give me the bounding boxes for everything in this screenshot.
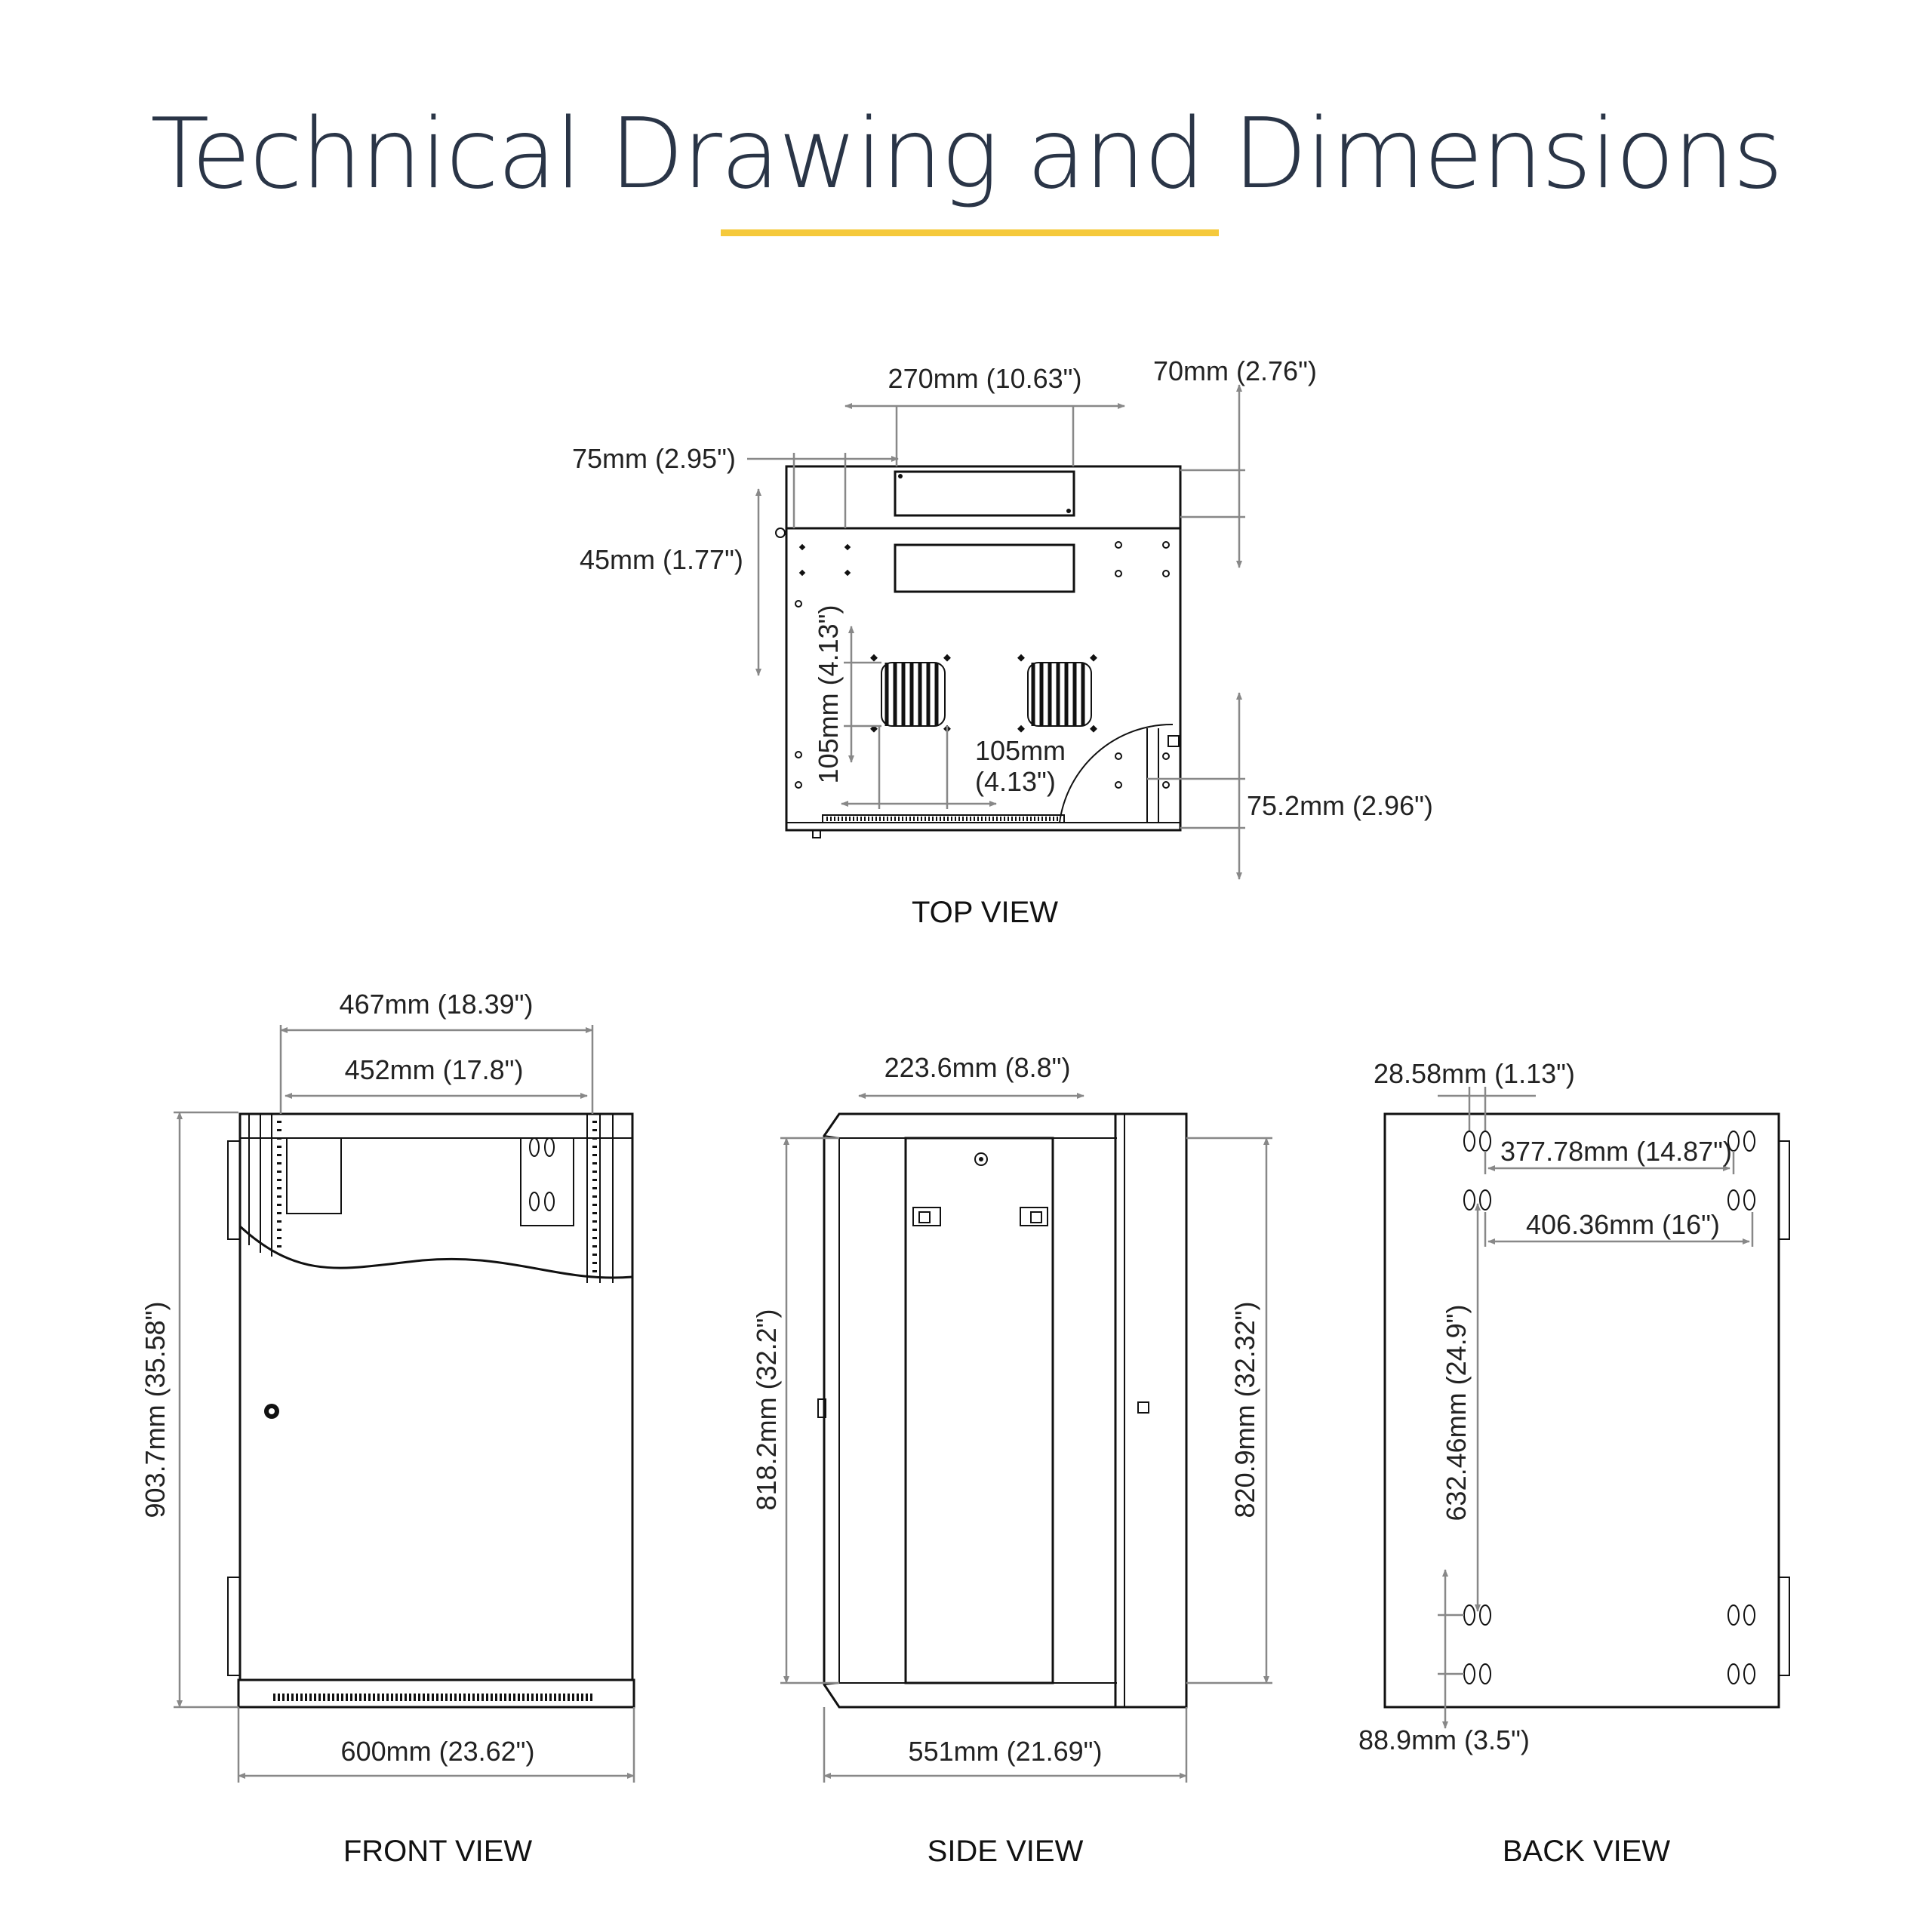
top-dim-105mm-horizontal-inch: (4.13"): [975, 766, 1056, 797]
back-view-outline: [1383, 1112, 1790, 1709]
side-dim-820-9mm: 820.9mm (32.32"): [1229, 1302, 1260, 1518]
top-dim-75-2mm: 75.2mm (2.96"): [1247, 790, 1433, 821]
top-view-label: TOP VIEW: [912, 896, 1058, 929]
side-view-outline: [817, 1112, 1188, 1709]
back-dim-632-46mm: 632.46mm (24.9"): [1441, 1305, 1472, 1521]
side-dim-551mm: 551mm (21.69"): [909, 1736, 1103, 1767]
front-view-outline: [227, 1112, 635, 1709]
top-dim-45mm: 45mm (1.77"): [580, 544, 743, 575]
back-dim-406-36mm: 406.36mm (16"): [1526, 1209, 1720, 1240]
front-dim-600mm: 600mm (23.62"): [341, 1736, 535, 1767]
front-dim-452mm: 452mm (17.8"): [345, 1054, 524, 1085]
top-dim-75mm: 75mm (2.95"): [572, 443, 736, 474]
side-dim-223-6mm: 223.6mm (8.8"): [884, 1052, 1071, 1083]
top-dim-105mm-vertical: 105mm (4.13"): [813, 605, 844, 784]
front-view-label: FRONT VIEW: [343, 1835, 533, 1868]
top-dim-70mm: 70mm (2.76"): [1153, 355, 1317, 386]
top-dim-270mm: 270mm (10.63"): [888, 363, 1082, 394]
back-view: 28.58mm (1.13") 377.78mm (14.87") 406.36…: [1358, 1058, 1790, 1868]
front-view: 467mm (18.39") 452mm (17.8") 903.7mm (35…: [140, 989, 635, 1868]
top-view-dimensions: [747, 384, 1245, 880]
top-view-outline: [775, 465, 1182, 838]
title-underline: [721, 229, 1219, 236]
back-dim-88-9mm: 88.9mm (3.5"): [1358, 1724, 1530, 1755]
side-view: 223.6mm (8.8") 818.2mm (32.2") 820.9mm (…: [751, 1052, 1272, 1868]
front-dim-467mm: 467mm (18.39"): [340, 989, 534, 1020]
page-title: Technical Drawing and Dimensions: [150, 98, 1783, 211]
back-view-dimensions: [1438, 1087, 1754, 1729]
side-dim-818-2mm: 818.2mm (32.2"): [751, 1309, 782, 1511]
vent-grille-right: [1017, 654, 1097, 733]
front-dim-903-7mm: 903.7mm (35.58"): [140, 1302, 171, 1518]
title-underline-bar: [721, 229, 1219, 236]
vent-grille-left: [870, 654, 951, 733]
back-dim-377-78mm: 377.78mm (14.87"): [1500, 1136, 1732, 1167]
front-view-dimensions: [174, 1025, 635, 1783]
side-view-label: SIDE VIEW: [928, 1835, 1084, 1868]
top-view: 270mm (10.63") 70mm (2.76") 75mm (2.95")…: [572, 355, 1433, 929]
side-view-dimensions: [780, 1093, 1272, 1783]
back-view-label: BACK VIEW: [1503, 1835, 1671, 1868]
top-dim-105mm-horizontal: 105mm: [975, 735, 1066, 766]
back-dim-28-58mm: 28.58mm (1.13"): [1374, 1058, 1575, 1089]
